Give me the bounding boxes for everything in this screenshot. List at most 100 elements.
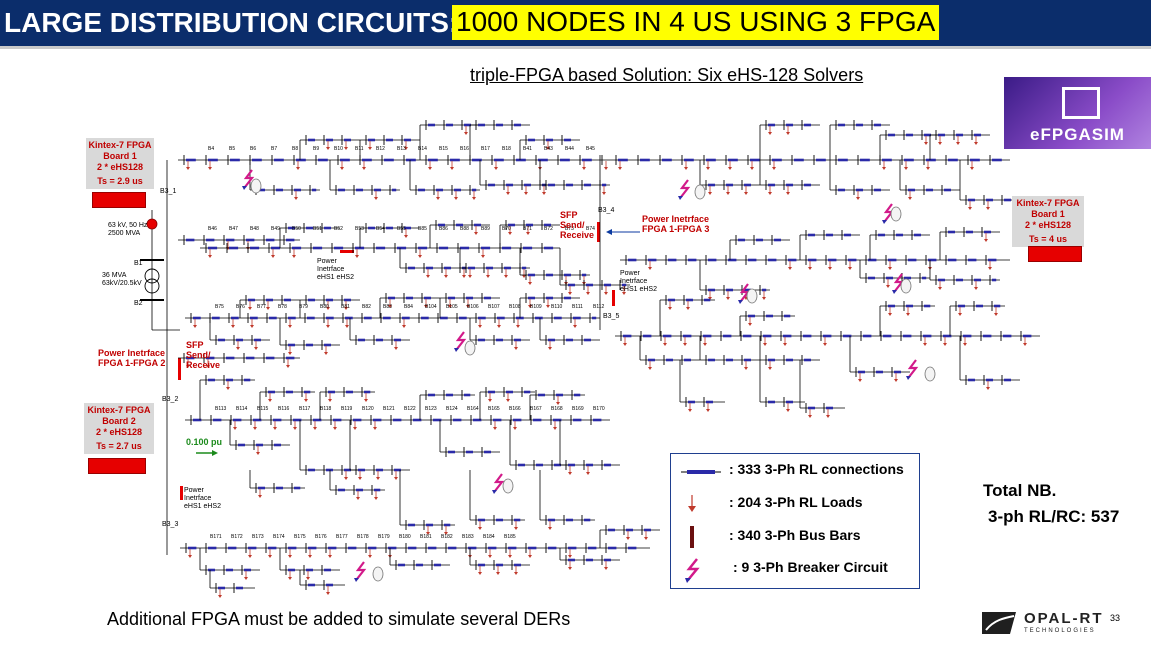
rl-load-arrow [355,255,359,258]
opal-rt-logo: OPAL-RT TECHNOLOGIES [980,606,1130,640]
bus-name: B45 [586,146,595,152]
rl-load-arrow [466,305,470,308]
rl-load-arrow [548,347,552,350]
bus-name: B47 [229,226,238,232]
bus-name: B81 [341,304,350,310]
bus-name: B77 [257,304,266,310]
bus-b2: B2 [134,300,143,307]
rl-load-arrow [308,555,312,558]
rl-load-icon [688,495,696,512]
pi13-arrowhead [606,229,612,235]
bus-name: B85 [418,226,427,232]
footnote: Additional FPGA must be added to simulat… [107,609,571,629]
rl-load-arrow [454,197,458,200]
rl-load-arrow [786,132,790,135]
bus-name: B4 [208,146,214,152]
rl-load-arrow [231,325,235,328]
rl-load-arrow [208,255,212,258]
rl-load-arrow [648,367,652,370]
rl-load-arrow [524,192,528,195]
rl-load-arrow [388,305,392,308]
breaker-symbol [493,473,505,492]
rl-load-arrow [474,232,478,235]
bus-name: B173 [252,534,264,540]
rl-load-arrow [604,167,608,170]
rl-load-arrow [668,307,672,310]
bus-name: B171 [210,534,222,540]
rl-load-arrow [726,297,730,300]
total-label: Total NB. [983,481,1057,500]
rl-load-arrow [528,555,532,558]
bus-name: B72 [544,226,553,232]
rl-load-arrow [582,167,586,170]
rl-load-arrow [188,555,192,558]
rl-load-arrow [528,282,532,285]
bus-name: B78 [278,304,287,310]
bus-name: B112 [593,304,605,310]
bus-name: B116 [278,406,290,412]
rl-load-arrow [268,399,272,402]
pu-arrowhead [212,450,218,456]
rl-load-arrow [353,427,357,430]
rl-load-arrow [744,367,748,370]
rl-load-arrow [994,313,998,316]
rl-load-arrow [508,232,512,235]
pv-node [250,178,262,194]
rl-load-arrow [364,399,368,402]
rl-load-arrow [464,132,468,135]
power-interface-1-3: Power Inetrface FPGA 1-FPGA 3 [642,214,710,234]
legend: : 333 3-Ph RL connections : 204 3-Ph RL … [670,453,920,589]
rl-load-arrow [306,577,310,580]
bus-name: B120 [362,406,374,412]
bus-name: B50 [292,226,301,232]
rl-load-arrow [426,275,430,278]
rl-load-arrow [324,352,328,355]
rl-load-arrow [356,497,360,500]
rl-load-arrow [974,142,978,145]
rl-load-arrow [553,427,557,430]
rl-load-arrow [206,365,210,368]
rl-load-arrow [546,147,550,150]
rl-load-arrow [923,343,927,346]
rl-load-arrow [326,592,330,595]
bus-name: B169 [572,406,584,412]
rl-load-arrow [268,555,272,558]
rl-load-arrow [858,379,862,382]
bus-b1: B1 [134,260,143,267]
rl-load-arrow [706,167,710,170]
bus-name: B46 [208,226,217,232]
rl-load-arrow [684,167,688,170]
interface-marker-4 [340,250,354,253]
rl-load-arrow [528,305,532,308]
bus-name: B113 [215,406,227,412]
bus-name: B48 [250,226,259,232]
rl-load-arrow [542,192,546,195]
rl-load-arrow [450,167,454,170]
rl-load-arrow [373,427,377,430]
breaker-symbol [455,331,467,350]
transformer-coil-1 [144,268,160,284]
bus-name: B118 [320,406,332,412]
subtitle: triple-FPGA based Solution: Six eHS-128 … [470,65,864,85]
bus-b3-1: B3_1 [160,188,177,195]
bus-name: B79 [299,304,308,310]
rl-load-arrow [404,147,408,150]
rl-load-arrow [248,307,252,310]
breaker-arrow [492,490,497,494]
pv-node [924,366,936,382]
rl-load-arrow [250,325,254,328]
bus-name: B104 [425,304,437,310]
total-value: 3-ph RL/RC: 537 [988,507,1120,526]
breaker-arrow [354,578,359,582]
bus-name: B106 [467,304,479,310]
rl-load-arrow [424,305,428,308]
bus-name: B109 [530,304,542,310]
power-interface-1-2: Power Inetrface FPGA 1-FPGA 2 [98,348,166,368]
rl-load-arrow [344,477,348,480]
bus-name: B164 [467,406,479,412]
rl-load-arrow [626,537,630,540]
rl-load-arrow [856,197,860,200]
rl-load-arrow [496,572,500,575]
legend-breakers: : 9 3-Ph Breaker Circuit [671,556,919,583]
rl-load-arrow [340,167,344,170]
